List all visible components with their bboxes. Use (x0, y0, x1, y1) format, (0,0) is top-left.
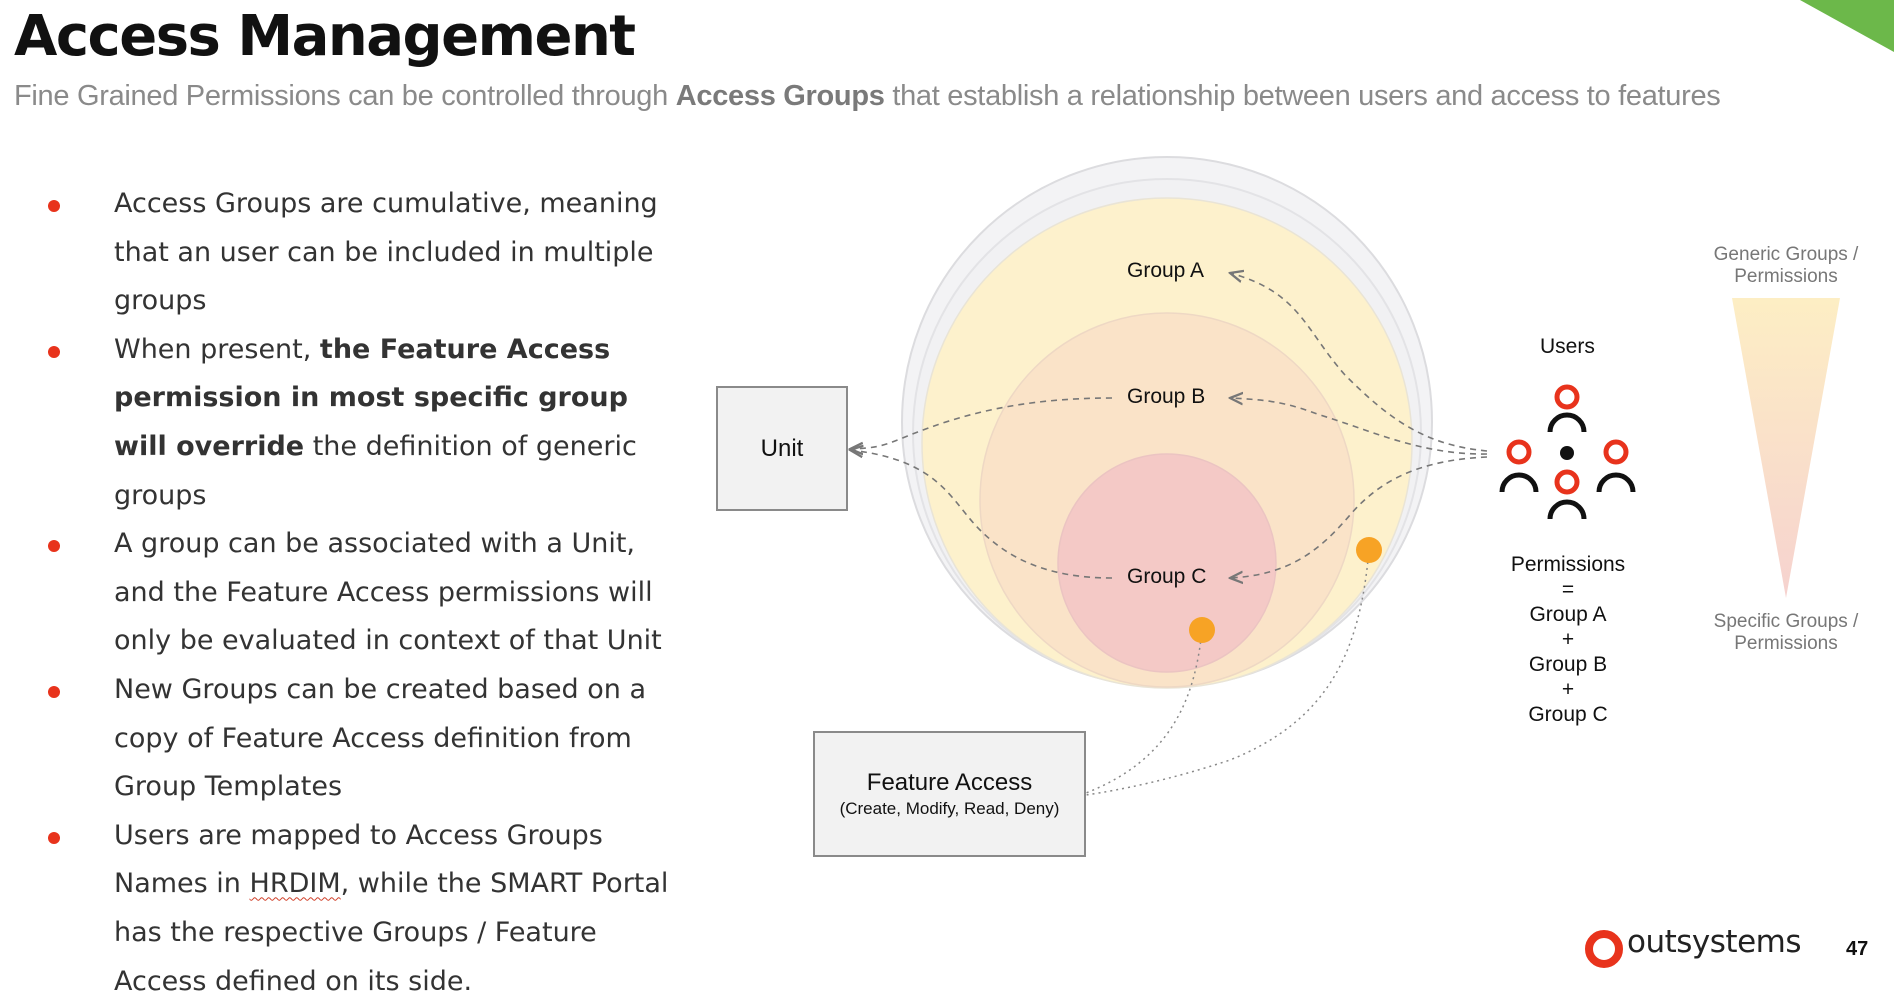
bullet-text: Users are mapped to Access Groups Names … (114, 819, 603, 900)
bullet-dot-icon (48, 200, 60, 212)
group-c-circle (1057, 453, 1277, 673)
subtitle-after: that establish a relationship between us… (884, 80, 1721, 112)
subtitle-bold: Access Groups (675, 80, 885, 112)
bullet-text: , while the SMART Portal has the respect… (114, 868, 669, 997)
feature-dot-group-a (1356, 537, 1382, 563)
bullet-text: the definition of generic groups (114, 430, 637, 511)
bullet-dot-icon (48, 831, 60, 844)
feature-link-2 (1085, 549, 1370, 796)
bullet-item: A group can be associated with a Unit, a… (40, 520, 680, 666)
feature-access-box: Feature Access (Create, Modify, Read, De… (813, 731, 1086, 857)
feature-link-1 (1085, 629, 1203, 794)
bullet-item: When present, the Feature Access permiss… (40, 326, 680, 520)
group-c-label: Group C (1127, 565, 1207, 588)
generic-specific-triangle (1732, 298, 1840, 598)
permissions-line: + (1561, 628, 1575, 651)
specific-groups-label: Specific Groups / Permissions (1713, 611, 1859, 654)
bullet-item: Users are mapped to Access Groups Names … (40, 812, 680, 1006)
bullet-text: New Groups can be created based on a cop… (114, 673, 647, 803)
feature-access-subtitle: (Create, Modify, Read, Deny) (839, 799, 1060, 818)
bullet-dot-icon (48, 540, 60, 553)
group-a-label: Group A (1127, 259, 1205, 282)
permissions-line: = (1561, 578, 1575, 601)
permissions-line: Permissions (1510, 553, 1626, 576)
users-label: Users (1540, 335, 1595, 358)
bullet-dot-icon (48, 685, 60, 698)
arrow-group-b-to-unit (850, 397, 1113, 449)
permissions-line: + (1561, 678, 1575, 701)
bullet-text: A group can be associated with a Unit, a… (114, 528, 662, 657)
bullet-item: New Groups can be created based on a cop… (40, 666, 680, 812)
bullet-text: When present, (114, 333, 320, 365)
bullet-bold-text: the Feature Access permission in most sp… (114, 333, 628, 462)
bullet-item: Access Groups are cumulative, meaning th… (40, 180, 680, 326)
page-title: Access Management (14, 4, 636, 69)
arrow-users-to-group-c (1230, 456, 1488, 578)
bullet-dot-icon (48, 345, 60, 358)
group-b-label: Group B (1127, 385, 1206, 408)
bullet-list: Access Groups are cumulative, meaning th… (40, 180, 680, 1006)
arrow-users-to-group-b (1230, 398, 1488, 455)
outsystems-logo-text: outsystems (1627, 924, 1802, 960)
generic-groups-label: Generic Groups / Permissions (1713, 244, 1859, 287)
bullet-text: Access Groups are cumulative, meaning th… (114, 188, 658, 317)
permissions-line: Group B (1528, 653, 1608, 676)
page-subtitle: Fine Grained Permissions can be controll… (14, 80, 1721, 113)
feature-dot-group-c (1189, 617, 1215, 643)
subtitle-before: Fine Grained Permissions can be controll… (14, 80, 676, 112)
permissions-formula: Permissions = Group A + Group B + Group … (1490, 552, 1646, 727)
page-number: 47 (1846, 938, 1869, 960)
users-icon (1499, 384, 1636, 520)
permissions-line: Group A (1529, 603, 1607, 626)
arrow-users-to-group-a (1230, 273, 1488, 452)
permissions-line: Group C (1528, 703, 1608, 726)
outsystems-logo-icon (1585, 930, 1623, 968)
arrow-group-c-to-unit (850, 450, 1113, 579)
unit-box: Unit (716, 386, 848, 511)
unit-label: Unit (760, 434, 804, 462)
hrdim-term: HRDIM (249, 868, 341, 900)
corner-accent (1800, 0, 1894, 52)
feature-access-title: Feature Access (866, 769, 1033, 796)
